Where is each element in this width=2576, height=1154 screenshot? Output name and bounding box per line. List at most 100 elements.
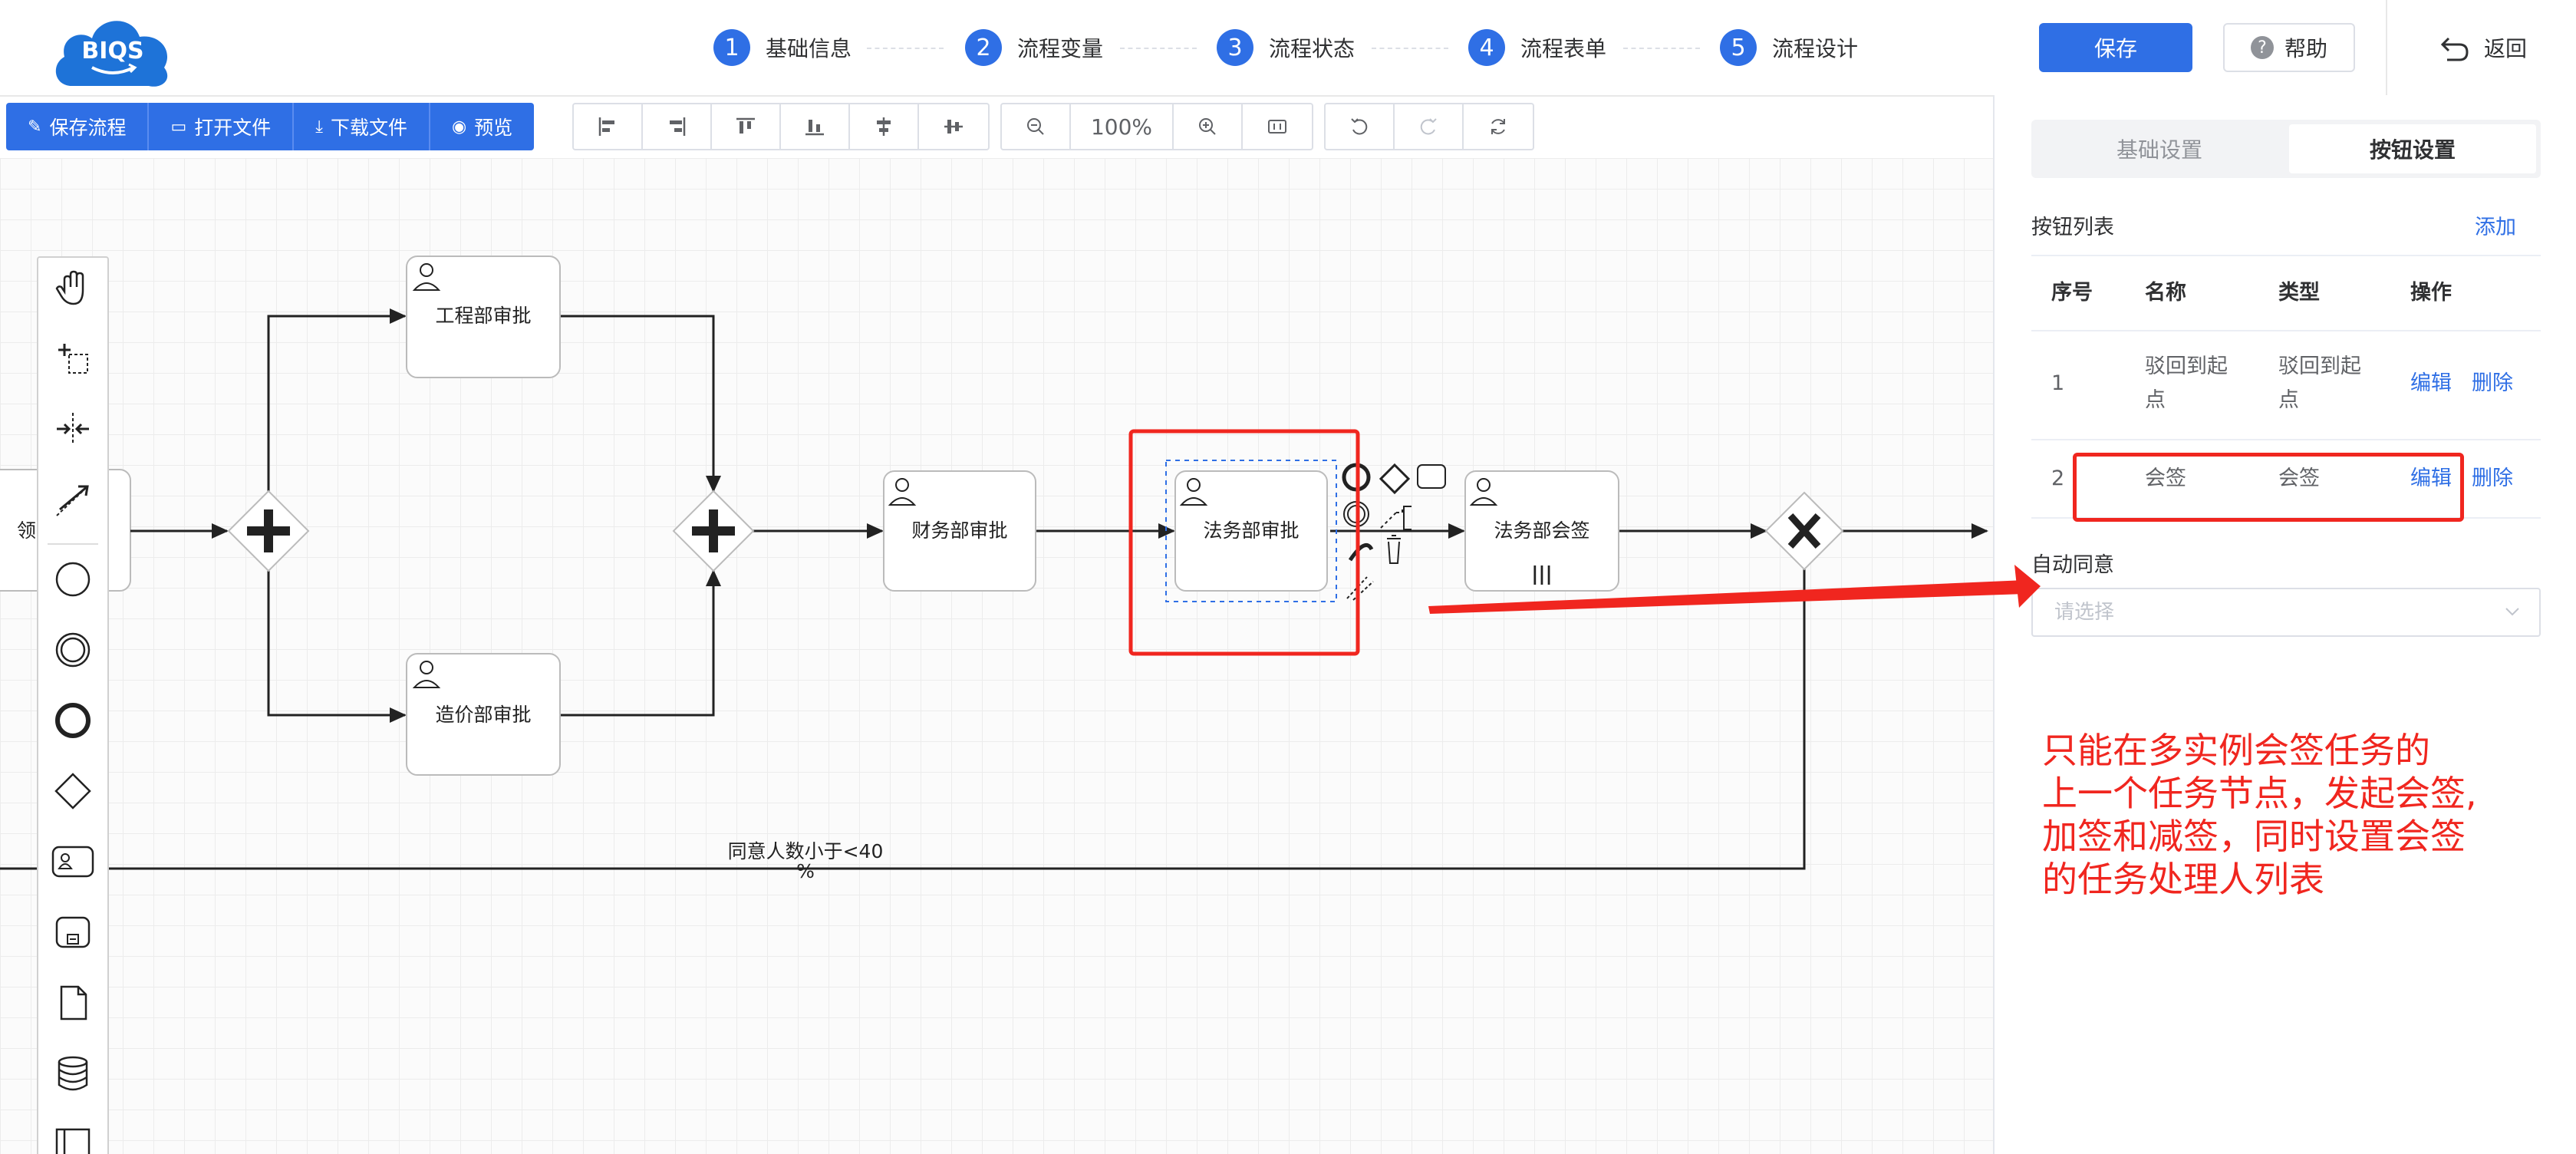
context-pad[interactable] bbox=[1342, 463, 1446, 601]
edge-label: 同意人数小于<40 bbox=[728, 840, 884, 862]
start-event-icon[interactable] bbox=[38, 552, 107, 606]
gateway-icon[interactable] bbox=[38, 764, 107, 818]
user-task-icon[interactable] bbox=[38, 835, 107, 889]
download-file-button[interactable]: ⤓下载文件 bbox=[294, 103, 431, 150]
task-legal-approval[interactable]: 法务部审批 bbox=[1165, 460, 1337, 602]
zoom-in-icon[interactable] bbox=[1174, 104, 1243, 149]
highlight-box-countersign-row bbox=[2073, 453, 2464, 522]
preview-button[interactable]: ◉ 预览 bbox=[430, 103, 534, 150]
lasso-tool-icon[interactable] bbox=[38, 331, 107, 385]
back-button[interactable]: 返回 bbox=[2439, 23, 2527, 72]
delete-link[interactable]: 删除 bbox=[2472, 371, 2513, 395]
task-label: 工程部审批 bbox=[435, 305, 531, 327]
fit-viewport-icon[interactable] bbox=[1243, 104, 1312, 149]
step-flow-design[interactable]: 5 流程设计 bbox=[1720, 28, 1858, 68]
subprocess-icon[interactable] bbox=[38, 905, 107, 959]
preview-label: 预览 bbox=[474, 117, 513, 139]
return-arrow-icon bbox=[2440, 37, 2469, 61]
step-flow-form[interactable]: 4 流程表单 bbox=[1468, 28, 1606, 68]
end-event-icon[interactable] bbox=[38, 694, 107, 747]
save-flow-button[interactable]: ✎保存流程 bbox=[6, 103, 150, 150]
reset-icon[interactable] bbox=[1464, 104, 1533, 149]
row-type: 会签 bbox=[2278, 467, 2320, 490]
tool-palette bbox=[37, 256, 109, 1154]
save-button[interactable]: 保存 bbox=[2039, 23, 2192, 72]
task-cost-approval[interactable]: 造价部审批 bbox=[406, 653, 561, 776]
step-number: 4 bbox=[1468, 29, 1505, 66]
step-label: 流程变量 bbox=[1017, 36, 1104, 61]
sequence-flow bbox=[267, 571, 407, 723]
table-header-row: 序号 名称 类型 操作 bbox=[2031, 256, 2541, 331]
task-finance-approval[interactable]: 财务部审批 bbox=[883, 470, 1036, 592]
step-number: 5 bbox=[1720, 29, 1757, 66]
highlight-box-legal-task bbox=[1128, 429, 1360, 656]
edit-link[interactable]: 编辑 bbox=[2410, 467, 2452, 490]
hand-tool-icon[interactable] bbox=[38, 261, 107, 315]
space-tool-icon[interactable] bbox=[38, 402, 107, 456]
open-file-button[interactable]: ▭打开文件 bbox=[149, 103, 295, 150]
button-list-title: 按钮列表 bbox=[2031, 216, 2114, 239]
step-basic-info[interactable]: 1 基础信息 bbox=[713, 28, 852, 68]
edit-link[interactable]: 编辑 bbox=[2410, 371, 2452, 395]
parallel-gateway[interactable] bbox=[227, 490, 310, 572]
task-engineering-approval[interactable]: 工程部审批 bbox=[406, 256, 561, 378]
global-connect-tool-icon[interactable] bbox=[38, 473, 107, 526]
align-center-icon[interactable] bbox=[850, 104, 919, 149]
align-left-icon[interactable] bbox=[574, 104, 643, 149]
data-store-icon[interactable] bbox=[38, 1047, 107, 1100]
task-legal-countersign[interactable]: 法务部会签 ||| bbox=[1464, 470, 1619, 592]
step-flow-variables[interactable]: 2 流程变量 bbox=[965, 28, 1103, 68]
open-file-label: 打开文件 bbox=[194, 117, 272, 139]
delete-link[interactable]: 删除 bbox=[2472, 467, 2513, 490]
multi-instance-marker: ||| bbox=[1531, 562, 1552, 585]
sequence-flow bbox=[560, 569, 721, 717]
trash-icon bbox=[1387, 535, 1401, 564]
row-type: 点 bbox=[2278, 388, 2299, 412]
exclusive-gateway[interactable] bbox=[1764, 491, 1844, 571]
data-object-icon[interactable] bbox=[38, 976, 107, 1030]
auto-agree-select[interactable]: 请选择 bbox=[2031, 588, 2541, 637]
step-label: 基础信息 bbox=[766, 36, 852, 61]
pool-icon[interactable] bbox=[38, 1117, 107, 1154]
table-row: 1 驳回到起 点 驳回到起 点 编辑 删除 bbox=[2031, 331, 2541, 440]
undo-icon[interactable] bbox=[1326, 104, 1395, 149]
tab-button-settings[interactable]: 按钮设置 bbox=[2289, 124, 2536, 173]
annotation-icon bbox=[1380, 506, 1403, 529]
step-number: 1 bbox=[713, 29, 750, 66]
redo-icon[interactable] bbox=[1395, 104, 1464, 149]
tab-basic-settings[interactable]: 基础设置 bbox=[2116, 137, 2202, 163]
parallel-gateway[interactable] bbox=[672, 490, 755, 572]
select-placeholder: 请选择 bbox=[2054, 601, 2115, 624]
align-group bbox=[572, 103, 990, 150]
diagram-toolbar: ✎保存流程 ▭打开文件 ⤓下载文件 ◉ 预览 bbox=[6, 103, 535, 150]
row-name: 点 bbox=[2145, 388, 2166, 412]
step-connector bbox=[867, 48, 944, 49]
eye-icon: ◉ bbox=[452, 117, 467, 137]
zoom-out-icon[interactable] bbox=[1002, 104, 1071, 149]
task-label: 财务部审批 bbox=[911, 519, 1007, 542]
annotation-line: 只能在多实例会签任务的 bbox=[2042, 730, 2430, 771]
step-label: 流程设计 bbox=[1772, 36, 1859, 61]
help-button[interactable]: ? 帮助 bbox=[2223, 23, 2355, 72]
file-actions-group: ✎保存流程 ▭打开文件 ⤓下载文件 ◉ 预览 bbox=[6, 103, 535, 150]
step-flow-status[interactable]: 3 流程状态 bbox=[1217, 28, 1355, 68]
align-middle-icon[interactable] bbox=[919, 104, 988, 149]
bpmn-canvas[interactable]: 领 bbox=[0, 158, 1993, 1154]
sequence-flow-reject bbox=[0, 569, 1806, 870]
step-connector bbox=[1372, 48, 1448, 49]
palette-divider bbox=[48, 543, 98, 545]
intermediate-event-icon[interactable] bbox=[38, 623, 107, 677]
sequence-flow bbox=[560, 315, 721, 493]
add-button-link[interactable]: 添加 bbox=[2475, 216, 2516, 239]
table-top-border bbox=[2031, 255, 2541, 256]
step-connector bbox=[1120, 48, 1197, 49]
step-number: 2 bbox=[965, 29, 1002, 66]
row-name: 驳回到起 bbox=[2145, 354, 2228, 378]
save-flow-label: 保存流程 bbox=[49, 117, 127, 139]
align-right-icon[interactable] bbox=[643, 104, 712, 149]
zoom-group: 100% bbox=[1000, 103, 1313, 150]
align-bottom-icon[interactable] bbox=[781, 104, 850, 149]
align-top-icon[interactable] bbox=[712, 104, 781, 149]
table-row: 2 会签 会签 编辑 删除 bbox=[2031, 440, 2541, 519]
header-divider bbox=[2386, 0, 2387, 95]
